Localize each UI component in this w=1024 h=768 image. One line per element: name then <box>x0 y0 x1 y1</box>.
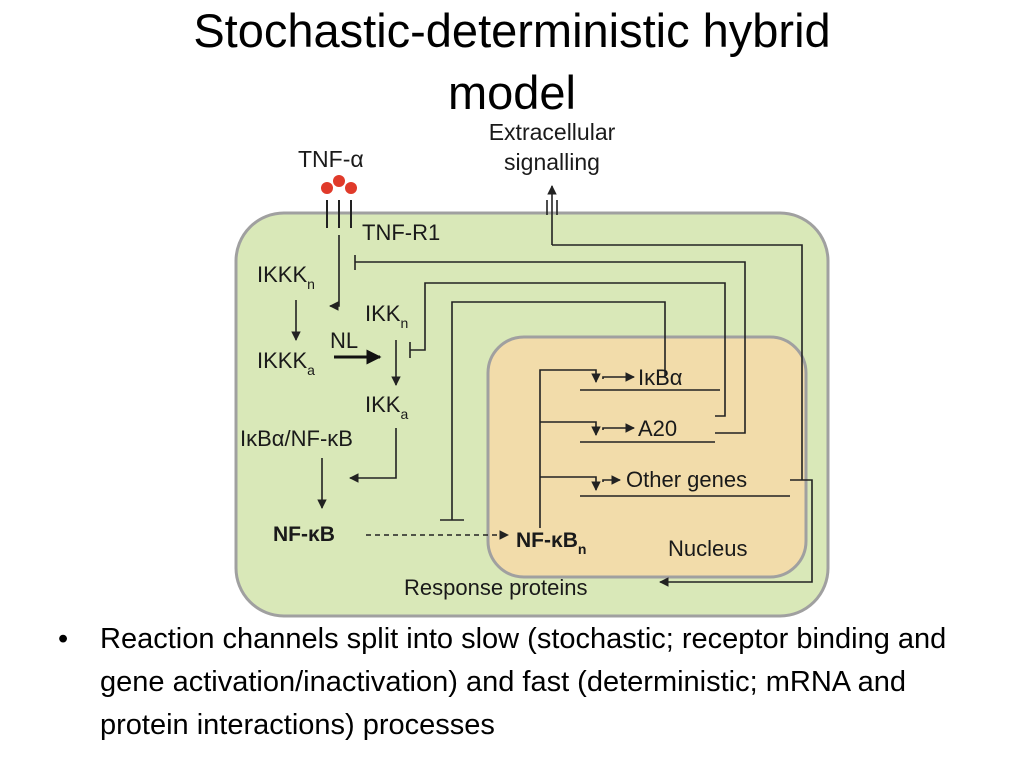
bullet-marker: • <box>58 623 69 655</box>
nfkb-nuclear-text: NF-κB <box>516 529 578 552</box>
ikk-a-text: IKK <box>365 392 401 417</box>
tnf-r1-receptor <box>326 200 352 228</box>
ikkk-n-text: IKKK <box>257 262 307 287</box>
ikkk-n-subscript: n <box>307 276 315 292</box>
response-proteins-label: Response proteins <box>404 575 587 600</box>
tnf-alpha-label: TNF-α <box>298 146 364 172</box>
nfkb-nuclear-label: NF-κBn <box>516 529 586 557</box>
gene-a20-label: A20 <box>638 416 677 441</box>
slide-title: Stochastic-deterministic hybrid model <box>0 0 1024 124</box>
slide-title-line-1: Stochastic-deterministic hybrid <box>193 4 831 57</box>
tnf-alpha-ligand <box>321 175 357 194</box>
gene-ikba-label: IκBα <box>638 365 683 390</box>
bullet-text: Reaction channels split into slow (stoch… <box>100 623 947 741</box>
nucleus-label: Nucleus <box>668 536 747 561</box>
bullet-item: • Reaction channels split into slow (sto… <box>58 618 998 747</box>
ikkk-n-label: IKKKn <box>257 262 315 292</box>
nl-label: NL <box>330 328 358 353</box>
ikk-a-label: IKKa <box>365 392 408 422</box>
nfkb-nuclear-subscript: n <box>578 541 587 557</box>
ikkk-a-subscript: a <box>307 362 315 378</box>
bullet-list: • Reaction channels split into slow (sto… <box>58 618 998 747</box>
nfkb-cytoplasm-label: NF-κB <box>273 523 335 546</box>
ikk-a-subscript: a <box>400 406 408 422</box>
nucleus-compartment <box>486 335 808 579</box>
ikba-nfkb-complex-label: IκBα/NF-κB <box>240 426 353 451</box>
pathway-lines <box>291 235 813 587</box>
tnf-r1-label: TNF-R1 <box>362 220 440 245</box>
ikkk-a-label: IKKKa <box>257 348 315 378</box>
gene-other-label: Other genes <box>626 467 747 492</box>
ikk-n-label: IKKn <box>365 301 408 331</box>
extracellular-label-1: Extracellular <box>489 119 616 145</box>
extracellular-label-2: signalling <box>504 149 600 175</box>
ikkk-a-text: IKKK <box>257 348 307 373</box>
ikk-n-subscript: n <box>400 315 408 331</box>
ikk-n-text: IKK <box>365 301 401 326</box>
slide-title-line-2: model <box>447 66 576 119</box>
extracellular-signalling-arrow <box>546 185 558 245</box>
